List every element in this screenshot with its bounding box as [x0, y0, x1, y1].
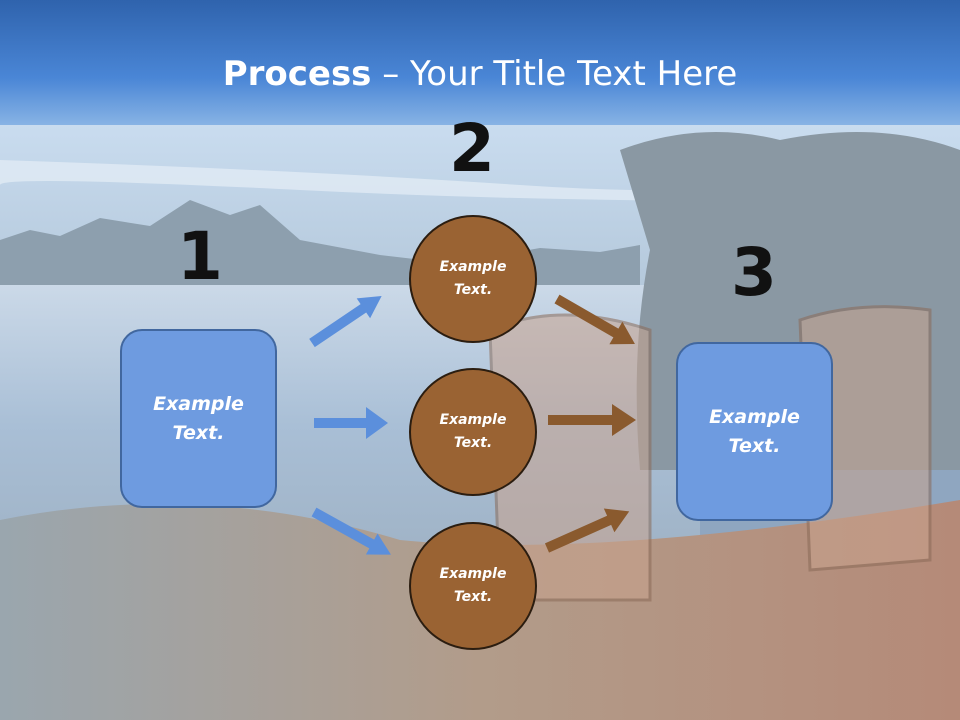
title-bold: Process — [222, 54, 372, 94]
left-box-text: Example Text. — [153, 392, 244, 444]
circle-middle: Example Text. — [409, 368, 537, 496]
slide-title: Process – Your Title Text Here — [0, 52, 960, 96]
title-rest: – Your Title Text Here — [371, 54, 738, 94]
step-number-1: 1 — [177, 218, 223, 295]
left-box: Example Text. — [120, 329, 277, 508]
circle-bottom: Example Text. — [409, 522, 537, 650]
brown-arrow-right — [548, 404, 636, 436]
blue-arrow-right — [314, 407, 388, 439]
right-box: Example Text. — [676, 342, 833, 521]
right-box-text: Example Text. — [709, 405, 800, 457]
brown-arrows — [544, 294, 636, 553]
step-number-3: 3 — [731, 234, 777, 311]
circle-middle-text: Example Text. — [439, 412, 507, 451]
circle-bottom-text: Example Text. — [439, 566, 507, 605]
brown-arrow-up — [544, 508, 630, 553]
circle-top: Example Text. — [409, 215, 537, 343]
step-number-2: 2 — [449, 110, 495, 187]
blue-arrow-up — [309, 296, 382, 348]
brown-arrow-down — [554, 294, 635, 345]
blue-arrow-down — [311, 507, 391, 555]
circle-top-text: Example Text. — [439, 259, 507, 298]
blue-arrows — [309, 296, 391, 555]
